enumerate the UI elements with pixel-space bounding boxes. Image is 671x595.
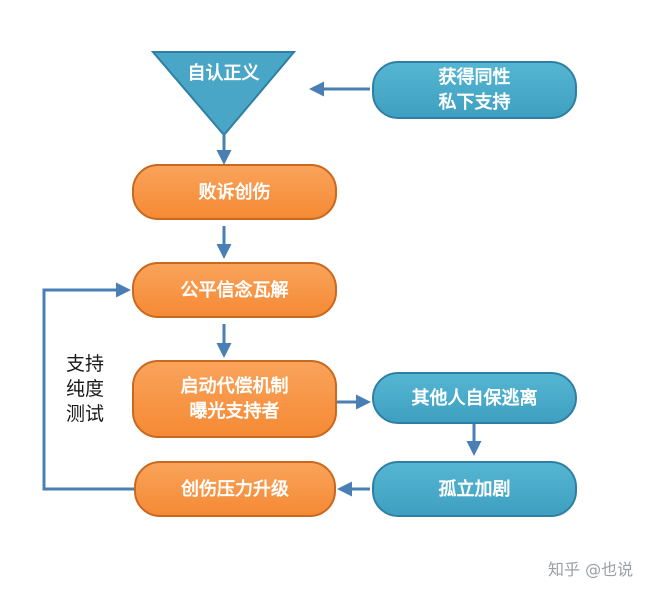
node-mechanism-line2: 曝光支持者 xyxy=(189,401,280,422)
loop-label: 支持 纯度 测试 xyxy=(55,352,115,427)
node-justice-collapse: 公平信念瓦解 xyxy=(132,262,337,318)
node-self-identity: 自认正义 xyxy=(153,56,294,90)
node-others-flee-label: 其他人自保逃离 xyxy=(411,387,538,409)
loop-label-line2: 纯度 xyxy=(65,378,104,400)
node-peer-support-line2: 私下支持 xyxy=(438,92,511,113)
node-justice-collapse-label: 公平信念瓦解 xyxy=(180,279,289,301)
arrow-loop-pressure-to-collapse xyxy=(42,282,134,491)
node-trauma: 败诉创伤 xyxy=(132,164,337,220)
node-mechanism-line1: 启动代偿机制 xyxy=(180,376,289,397)
node-isolation-label: 孤立加剧 xyxy=(438,478,511,500)
watermark: 知乎 @也说 xyxy=(548,560,634,579)
node-peer-support-line1: 获得同性 xyxy=(438,67,511,88)
node-others-flee: 其他人自保逃离 xyxy=(372,372,577,424)
node-peer-support: 获得同性 私下支持 xyxy=(372,61,577,119)
node-isolation: 孤立加剧 xyxy=(372,461,577,517)
node-self-identity-label: 自认正义 xyxy=(187,62,260,84)
loop-label-line3: 测试 xyxy=(65,403,104,425)
self-identity-triangle xyxy=(150,51,297,137)
loop-label-line1: 支持 xyxy=(65,353,104,375)
node-trauma-label: 败诉创伤 xyxy=(198,181,271,203)
node-pressure-upgrade: 创伤压力升级 xyxy=(134,461,336,517)
node-mechanism: 启动代偿机制 曝光支持者 xyxy=(132,360,337,438)
node-pressure-upgrade-label: 创伤压力升级 xyxy=(181,478,289,500)
